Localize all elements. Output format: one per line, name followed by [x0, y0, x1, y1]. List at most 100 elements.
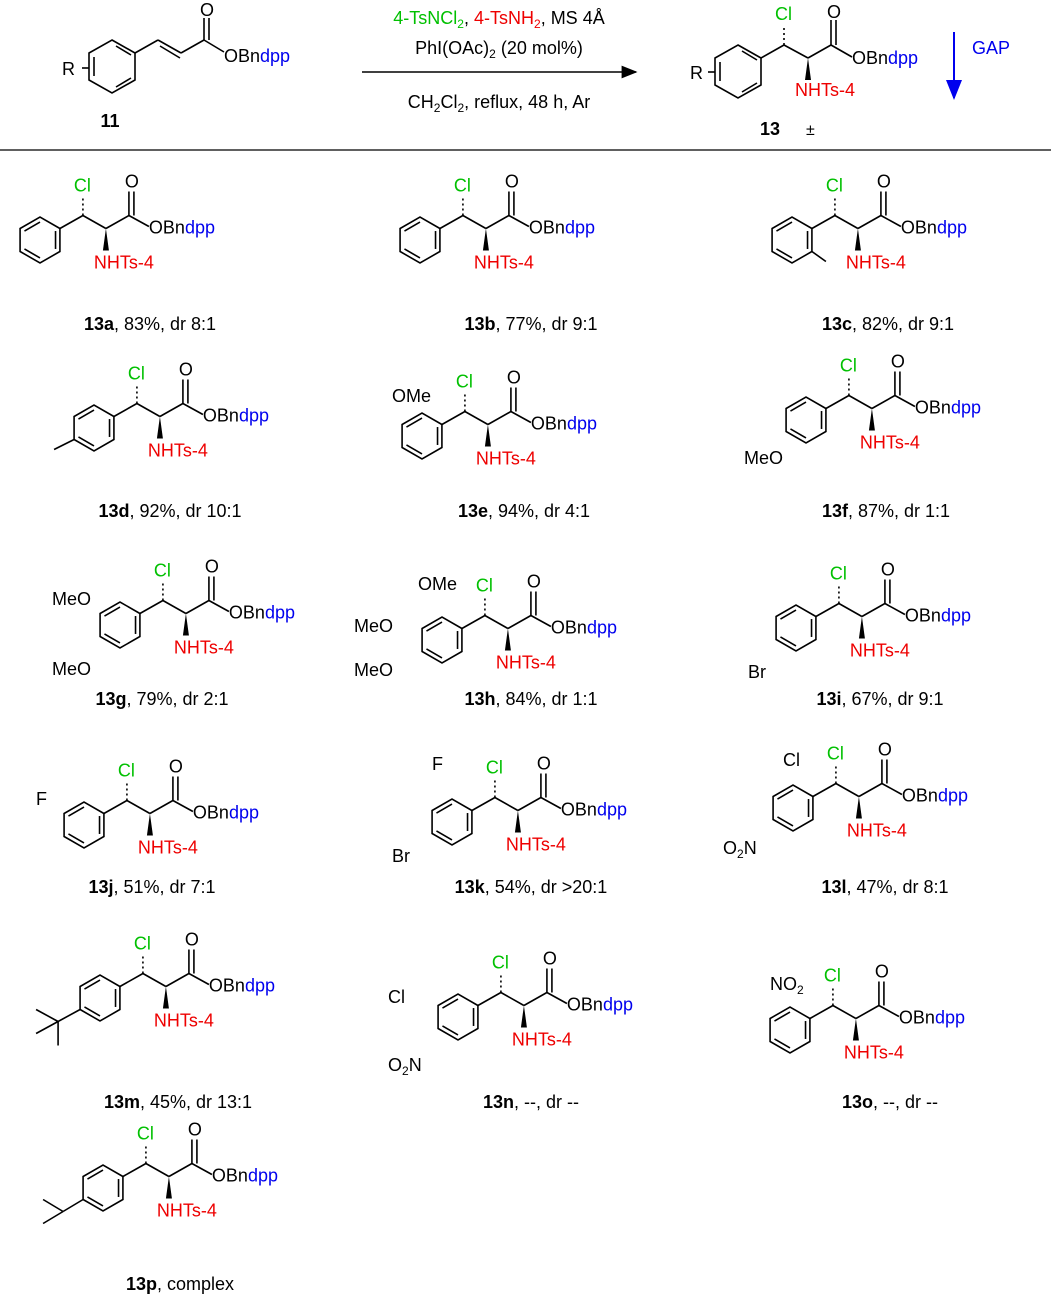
compound-caption: 13c, 82%, dr 9:1	[822, 314, 954, 334]
wedge-bond	[858, 616, 865, 639]
chloro-label: Cl	[476, 576, 493, 596]
benzene-ring	[399, 216, 441, 264]
carbonyl-o-label: O	[527, 572, 541, 592]
wedge-bond	[484, 424, 491, 447]
r-group-label: R	[62, 59, 75, 79]
chloro-label: Cl	[827, 744, 844, 764]
ester-label: OBndpp	[902, 786, 968, 806]
carbonyl-o-label: O	[179, 360, 193, 380]
compound-caption: 13f, 87%, dr 1:1	[822, 501, 950, 521]
benzene-ring	[401, 412, 443, 460]
carbonyl-o-label: O	[877, 172, 891, 192]
carbonyl-o-label: O	[505, 172, 519, 192]
product-nhts-label: NHTs-4	[795, 80, 855, 100]
carbonyl-o-label: O	[543, 949, 557, 969]
chloro-label: Cl	[137, 1124, 154, 1144]
compound-caption: 13i, 67%, dr 9:1	[816, 689, 943, 709]
ester-label: OBndpp	[901, 218, 967, 238]
wedge-bond	[482, 228, 489, 251]
nhts-label: NHTs-4	[148, 441, 208, 461]
substituent-label: Cl	[388, 987, 405, 1007]
wedge-bond	[156, 416, 163, 439]
nhts-label: NHTs-4	[154, 1011, 214, 1031]
gap-label: GAP	[972, 38, 1010, 58]
nhts-label: NHTs-4	[860, 433, 920, 453]
nhts-label: NHTs-4	[496, 653, 556, 673]
wedge-bond	[514, 810, 521, 833]
ester-label: OBndpp	[529, 218, 595, 238]
ester-label: OBndpp	[531, 414, 597, 434]
chloro-label: Cl	[826, 176, 843, 196]
substituent-label: F	[36, 789, 47, 809]
chloro-label: Cl	[830, 564, 847, 584]
ester-label: OBndpp	[209, 976, 275, 996]
compound-caption: 13k, 54%, dr >20:1	[455, 877, 608, 897]
compound-caption: 13m, 45%, dr 13:1	[104, 1092, 252, 1112]
ester-label: OBndpp	[203, 406, 269, 426]
benzene-ring	[82, 1164, 124, 1212]
benzene-ring	[431, 798, 473, 846]
chloro-label: Cl	[456, 372, 473, 392]
substituent-label: MeO	[52, 659, 91, 679]
wedge-bond	[855, 796, 862, 819]
reagent-line: 4-TsNCl2, 4-TsNH2, MS 4Å	[393, 8, 604, 31]
racemic-symbol: ±	[806, 122, 815, 139]
substituent-label: Br	[748, 662, 766, 682]
benzene-ring	[785, 396, 827, 444]
product-ester-label: OBndpp	[852, 48, 918, 68]
substituent-label: O2N	[388, 1055, 422, 1078]
substituent-label: OMe	[392, 386, 431, 406]
reactant-label: 11	[100, 111, 119, 131]
carbonyl-o-label: O	[507, 368, 521, 388]
substituent-label: NO2	[770, 974, 804, 997]
ester-label: OBndpp	[915, 398, 981, 418]
nhts-label: NHTs-4	[138, 838, 198, 858]
chloro-label: Cl	[154, 561, 171, 581]
carbonyl-o-label: O	[875, 962, 889, 982]
nhts-label: NHTs-4	[476, 449, 536, 469]
compound-caption: 13n, --, dr --	[483, 1092, 579, 1112]
benzene-ring	[769, 1006, 811, 1054]
wedge-bond	[162, 986, 169, 1009]
chloro-label: Cl	[118, 761, 135, 781]
carbonyl-o-label: O	[125, 172, 139, 192]
nhts-label: NHTs-4	[846, 253, 906, 273]
carbonyl-o-label: O	[881, 560, 895, 580]
wedge-bond	[165, 1176, 172, 1199]
benzene-ring	[63, 801, 105, 849]
compound-caption: 13o, --, dr --	[842, 1092, 938, 1112]
compound-caption: 13e, 94%, dr 4:1	[458, 501, 590, 521]
product-cl-label: Cl	[775, 4, 792, 24]
compound-caption: 13a, 83%, dr 8:1	[84, 314, 216, 334]
compound-caption: 13b, 77%, dr 9:1	[464, 314, 597, 334]
reactant-structure	[82, 18, 225, 94]
nhts-label: NHTs-4	[174, 638, 234, 658]
reactant-ester-label: OBndpp	[224, 46, 290, 66]
substituent-label: O2N	[723, 838, 757, 861]
ester-label: OBndpp	[561, 800, 627, 820]
substituent-label: MeO	[52, 589, 91, 609]
wedge-bond	[868, 408, 875, 431]
chloro-label: Cl	[74, 176, 91, 196]
carbonyl-o-label: O	[891, 352, 905, 372]
chloro-label: Cl	[128, 364, 145, 384]
carbonyl-o-label: O	[200, 0, 214, 20]
chloro-label: Cl	[840, 356, 857, 376]
wedge-bond	[854, 228, 861, 251]
product-r-label: R	[690, 63, 703, 83]
wedge-bond	[182, 613, 189, 636]
conditions-line: CH2Cl2, reflux, 48 h, Ar	[408, 92, 590, 115]
carbonyl-o-label: O	[169, 757, 183, 777]
nhts-label: NHTs-4	[844, 1043, 904, 1063]
benzene-ring	[421, 616, 463, 664]
benzene-ring	[772, 784, 814, 832]
